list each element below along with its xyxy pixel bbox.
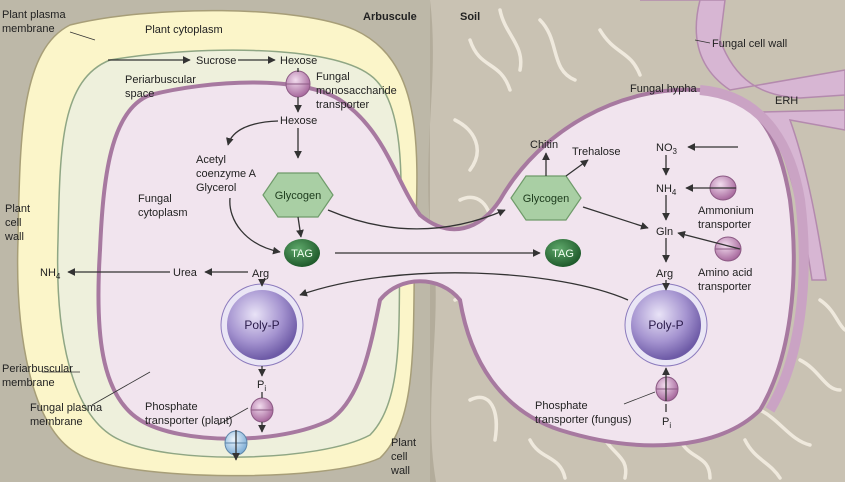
fungal-cell-wall-outline — [699, 85, 809, 413]
arbuscule-label: Arbuscule — [363, 11, 417, 23]
acetyl-coa-label: Acetyl coenzyme A Glycerol — [196, 154, 258, 194]
fungal-cytoplasm-label: Fungal cytoplasm — [138, 193, 188, 219]
polyp-right-label: Poly-P — [648, 318, 683, 332]
nh4-right-label: NH4 — [656, 183, 677, 197]
glycogen-right-label: Glycogen — [523, 193, 569, 205]
arg-right-label: Arg — [656, 268, 673, 280]
fungal-monosaccharide-transporter-label: Fungal monosaccharide transporter — [316, 71, 400, 111]
glycogen-left: Glycogen — [262, 172, 334, 218]
no3-label: NO3 — [656, 142, 678, 156]
soil-label: Soil — [460, 11, 480, 23]
tag-left: TAG — [284, 239, 320, 267]
plant-cell-wall-left-label: Plant cell wall — [4, 203, 33, 243]
polyp-left: Poly-P — [220, 283, 304, 367]
tag-left-label: TAG — [291, 248, 313, 260]
hexose-mid-label: Hexose — [280, 115, 317, 127]
nh4-left-label: NH4 — [40, 267, 61, 281]
sucrose-label: Sucrose — [196, 55, 236, 67]
hexose-top-label: Hexose — [280, 55, 317, 67]
polyp-right: Poly-P — [624, 283, 708, 367]
erh-label: ERH — [775, 95, 798, 107]
glycogen-right: Glycogen — [510, 175, 582, 221]
polyp-left-label: Poly-P — [244, 318, 279, 332]
phosphate-transporter-fungal-membrane — [250, 397, 274, 423]
pi-left-label: Pi — [257, 379, 266, 393]
amino-acid-transporter-label: Amino acid transporter — [698, 267, 755, 293]
fungal-monosaccharide-transporter — [285, 70, 311, 98]
trehalose-label: Trehalose — [572, 146, 621, 158]
periarbuscular-space-label: Periarbuscular space — [125, 74, 199, 100]
tag-right-label: TAG — [552, 248, 574, 260]
ammonium-transporter-label: Ammonium transporter — [698, 205, 757, 231]
phosphate-transporter-fungus — [655, 376, 679, 402]
periarbuscular-membrane-label: Periarbuscular membrane — [2, 363, 76, 389]
amino-acid-transporter — [714, 236, 742, 262]
pathway-arrows — [67, 56, 741, 461]
plant-cell-wall-bottom-label: Plant cell wall — [390, 437, 419, 477]
pi-right-label: Pi — [662, 416, 671, 430]
fungal-hypha-label: Fungal hypha — [630, 83, 698, 95]
arg-left-label: Arg — [252, 268, 269, 280]
phosphate-transporter-plant-label: Phosphate transporter (plant) — [145, 401, 232, 427]
urea-label: Urea — [173, 267, 198, 279]
phosphate-transporter-fungus-label: Phosphate transporter (fungus) — [535, 400, 632, 426]
fungal-cell-wall-label: Fungal cell wall — [712, 38, 787, 50]
plant-plasma-membrane-label: Plant plasma membrane — [2, 9, 69, 35]
extraradical-hypha — [640, 0, 845, 281]
plant-cytoplasm-label: Plant cytoplasm — [145, 24, 223, 36]
fungal-plasma-membrane-label: Fungal plasma membrane — [30, 402, 105, 428]
glycogen-left-label: Glycogen — [275, 190, 321, 202]
tag-right: TAG — [545, 239, 581, 267]
gln-label: Gln — [656, 226, 673, 238]
leader-lines — [42, 31, 711, 426]
chitin-label: Chitin — [530, 139, 558, 151]
